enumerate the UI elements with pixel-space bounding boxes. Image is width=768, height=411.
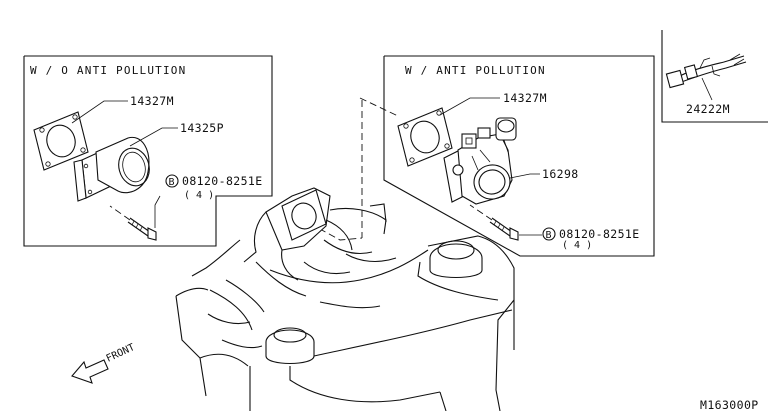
label-bolt-center: 08120-8251E — [559, 227, 640, 241]
bolt-symbol-center — [542, 227, 556, 241]
label-14327m-center: 14327M — [503, 91, 547, 105]
front-arrow-icon — [71, 359, 109, 384]
label-bolt-left: 08120-8251E — [182, 174, 263, 188]
front-label: FRONT — [105, 342, 137, 365]
label-24222m: 24222M — [686, 102, 730, 116]
gasket-icon — [397, 107, 453, 167]
label-14327m-left: 14327M — [130, 94, 174, 108]
spacer-icon — [73, 136, 150, 202]
harness-icon — [665, 53, 747, 89]
panel-right-frame — [661, 30, 768, 123]
gasket-icon — [33, 111, 89, 171]
panel-with-anti-pollution: W / ANTI POLLUTION 14327M — [383, 55, 655, 257]
diagram-code: M163000P — [700, 398, 759, 411]
bolt-symbol-left — [165, 174, 179, 188]
panel-without-anti-pollution: W / O ANTI POLLUTION 14327M 14325P — [23, 55, 273, 247]
engine-block-icon — [175, 97, 515, 411]
label-bolt-qty-left: ( 4 ) — [184, 190, 214, 201]
throttle-chamber-icon — [443, 117, 517, 205]
bolt-symbol-center-text: B — [546, 230, 552, 241]
panel-center-title: W / ANTI POLLUTION — [405, 64, 546, 77]
panel-center-frame — [383, 55, 655, 257]
bolt-icon — [109, 205, 157, 241]
label-16298: 16298 — [542, 167, 579, 181]
label-14325p: 14325P — [180, 121, 224, 135]
panel-harness: 24222M — [661, 30, 768, 123]
label-bolt-qty-center: ( 4 ) — [562, 240, 592, 251]
bolt-symbol-left-text: B — [169, 177, 175, 188]
bolt-icon — [469, 204, 519, 241]
panel-left-frame — [23, 55, 273, 247]
panel-left-title: W / O ANTI POLLUTION — [30, 64, 186, 77]
